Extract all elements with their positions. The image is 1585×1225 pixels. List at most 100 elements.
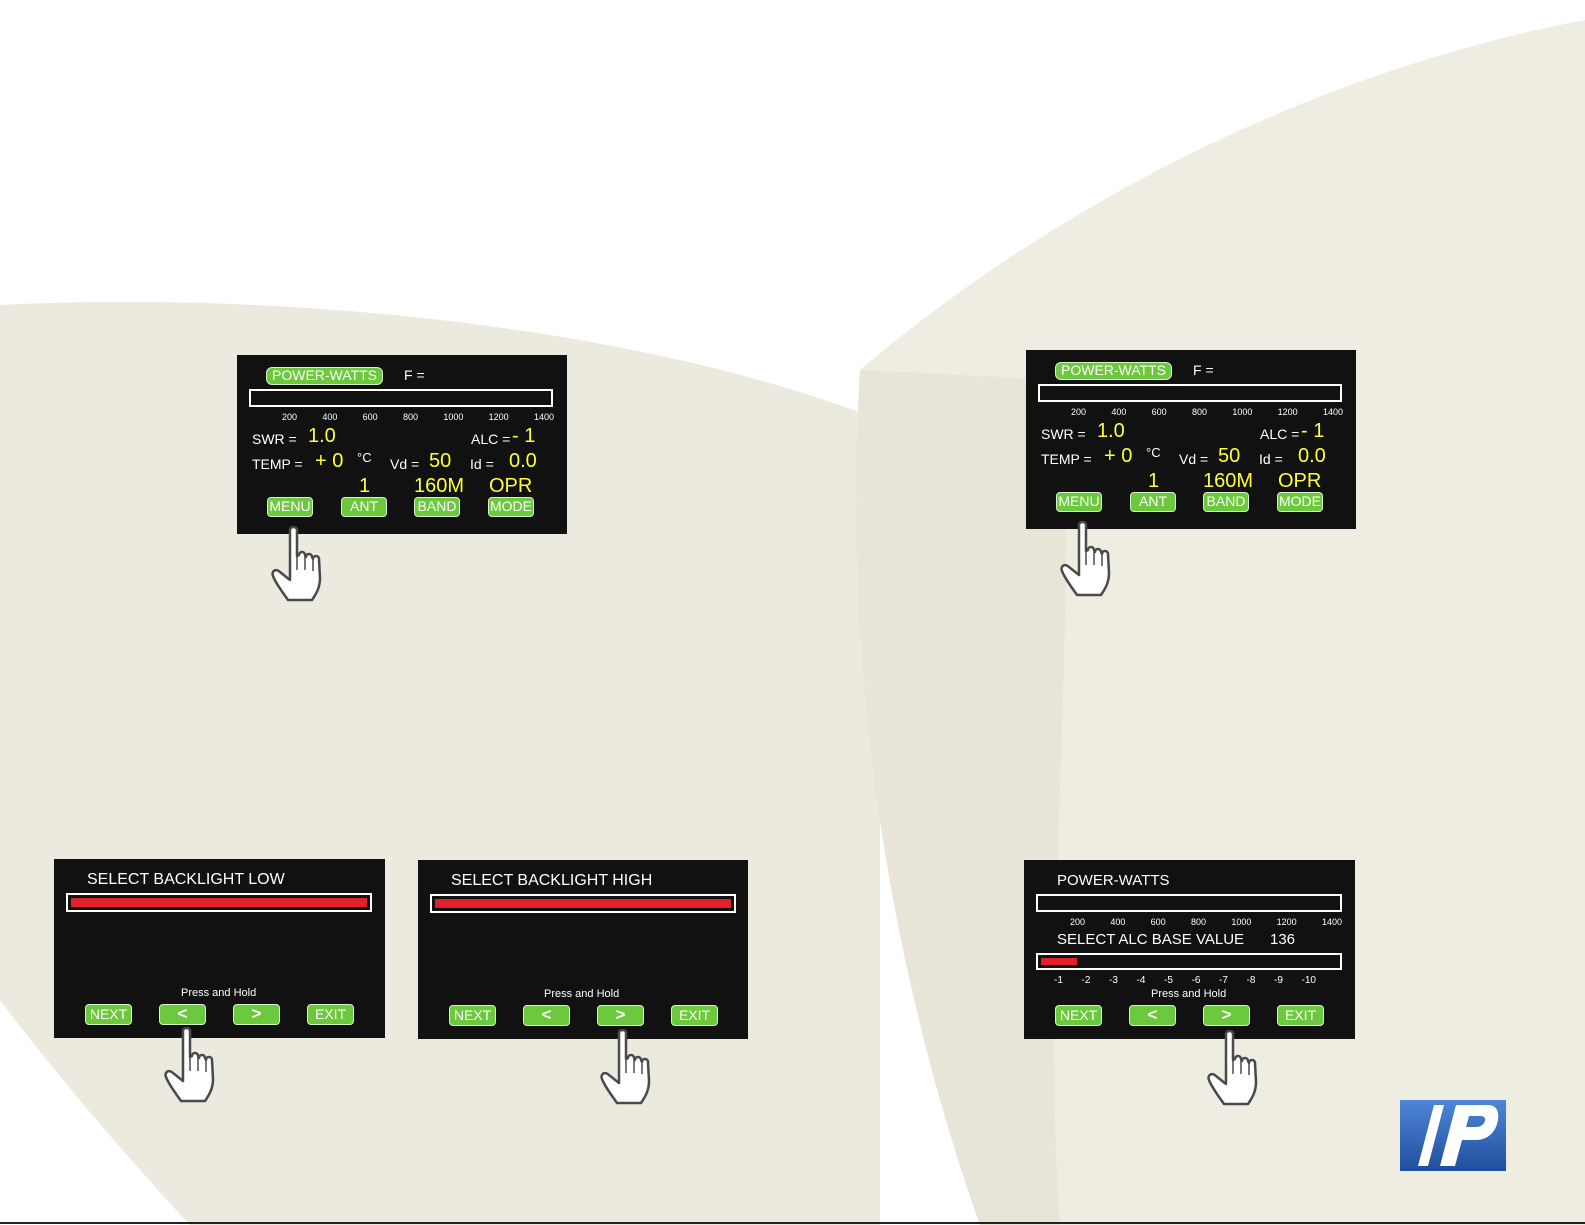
backlight-high-bar <box>430 894 736 913</box>
backlight-high-screen: SELECT BACKLIGHT HIGH Press and Hold NEX… <box>418 860 748 1039</box>
ant-button[interactable]: ANT <box>1130 492 1176 512</box>
menu-button[interactable]: MENU <box>1056 492 1102 512</box>
pointing-hand-icon <box>600 1029 651 1105</box>
alc-value: - 1 <box>512 425 536 447</box>
power-bar <box>1036 894 1342 912</box>
pointing-hand-icon <box>271 526 322 602</box>
vd-value: 50 <box>429 450 452 472</box>
previous-button[interactable]: < <box>1129 1005 1176 1026</box>
alc-bar <box>1036 953 1342 970</box>
next-arrow-button[interactable]: > <box>1203 1005 1250 1026</box>
scale-tick: 400 <box>1111 407 1127 417</box>
backlight-low-title: SELECT BACKLIGHT LOW <box>87 871 285 888</box>
power-watts-pill: POWER-WATTS <box>1055 362 1172 380</box>
main-screen-left: POWER-WATTS F = 200 400 600 800 1000 120… <box>237 355 567 534</box>
alc-value: - 1 <box>1301 420 1325 442</box>
pointing-hand-icon <box>164 1027 215 1103</box>
scale-tick: 1400 <box>1322 407 1343 417</box>
vd-label: Vd = <box>1179 451 1209 467</box>
menu-button[interactable]: MENU <box>267 497 313 517</box>
id-value: 0.0 <box>509 450 537 472</box>
power-bar <box>1038 384 1342 402</box>
alc-base-value: 136 <box>1270 931 1296 948</box>
next-button[interactable]: NEXT <box>85 1004 132 1025</box>
alc-fill <box>1041 958 1077 965</box>
scale-tick: 1200 <box>1277 407 1298 417</box>
id-value: 0.0 <box>1298 445 1326 467</box>
alc-tick: -6 <box>1191 975 1201 986</box>
swr-label: SWR = <box>252 431 297 447</box>
scale-tick: 800 <box>1190 917 1207 927</box>
alc-tick: -4 <box>1136 975 1146 986</box>
exit-button[interactable]: EXIT <box>307 1004 354 1025</box>
scale-tick: 1400 <box>1321 917 1342 927</box>
mode-button[interactable]: MODE <box>1277 492 1323 512</box>
backlight-high-title: SELECT BACKLIGHT HIGH <box>451 872 653 889</box>
alc-tick: -7 <box>1219 975 1228 986</box>
power-watts-pill: POWER-WATTS <box>266 367 383 385</box>
freq-label: F = <box>1193 362 1214 378</box>
alc-tick: -3 <box>1109 975 1118 986</box>
temp-label: TEMP = <box>252 456 303 472</box>
power-watts-header: POWER-WATTS <box>1057 872 1170 889</box>
alc-tick: -5 <box>1164 975 1173 986</box>
vd-label: Vd = <box>390 456 420 472</box>
alc-tick: -9 <box>1274 975 1283 986</box>
mode-button[interactable]: MODE <box>488 497 534 517</box>
next-arrow-button[interactable]: > <box>597 1005 644 1026</box>
alc-scale: -1 -2 -3 -4 -5 -6 -7 -8 -9 -10 <box>1054 975 1316 986</box>
scale-tick: 1200 <box>488 412 509 422</box>
swr-label: SWR = <box>1041 426 1086 442</box>
alc-base-screen: POWER-WATTS 200 400 600 800 1000 1200 14… <box>1024 860 1355 1039</box>
scale-tick: 200 <box>282 412 298 422</box>
main-screen-right: POWER-WATTS F = 200 400 600 800 1000 120… <box>1026 350 1356 529</box>
backlight-low-screen: SELECT BACKLIGHT LOW Press and Hold NEXT… <box>54 859 385 1038</box>
exit-button[interactable]: EXIT <box>1277 1005 1324 1026</box>
press-hold-hint: Press and Hold <box>1151 988 1227 1000</box>
mode-value: OPR <box>489 475 533 497</box>
scale-tick: 1400 <box>533 412 554 422</box>
temp-unit: °C <box>1146 445 1161 460</box>
scale-tick: 600 <box>1151 407 1167 417</box>
backlight-low-bar <box>66 893 372 912</box>
next-arrow-button[interactable]: > <box>233 1004 280 1025</box>
pointing-hand-icon <box>1207 1030 1258 1106</box>
brand-logo-icon <box>1400 1100 1506 1171</box>
backlight-low-fill <box>71 898 367 907</box>
alc-label: ALC = <box>471 431 511 447</box>
ant-button[interactable]: ANT <box>341 497 387 517</box>
alc-base-title: SELECT ALC BASE VALUE <box>1057 931 1245 948</box>
previous-button[interactable]: < <box>523 1005 570 1026</box>
freq-label: F = <box>404 367 425 383</box>
scale-tick: 1000 <box>1231 917 1252 927</box>
temp-value: + 0 <box>315 450 344 472</box>
temp-value: + 0 <box>1104 445 1133 467</box>
band-button[interactable]: BAND <box>1203 492 1249 512</box>
scale-tick: 400 <box>1110 917 1126 927</box>
previous-button[interactable]: < <box>159 1004 206 1025</box>
temp-unit: °C <box>357 450 372 465</box>
temp-label: TEMP = <box>1041 451 1092 467</box>
id-label: Id = <box>470 456 494 472</box>
scale-tick: 1000 <box>1232 407 1253 417</box>
power-scale: 200 400 600 800 1000 1200 1400 <box>1070 917 1342 927</box>
band-button[interactable]: BAND <box>414 497 460 517</box>
scale-tick: 200 <box>1070 917 1086 927</box>
alc-tick: -2 <box>1081 975 1091 986</box>
band-value: 160M <box>1203 470 1254 492</box>
exit-button[interactable]: EXIT <box>671 1005 718 1026</box>
vd-value: 50 <box>1218 445 1241 467</box>
scale-tick: 200 <box>1071 407 1087 417</box>
ant-value: 1 <box>359 475 371 497</box>
scale-tick: 1200 <box>1276 917 1297 927</box>
scale-tick: 600 <box>362 412 378 422</box>
next-button[interactable]: NEXT <box>449 1005 496 1026</box>
band-value: 160M <box>414 475 465 497</box>
scale-tick: 800 <box>402 412 419 422</box>
scale-tick: 1000 <box>443 412 464 422</box>
alc-label: ALC = <box>1260 426 1300 442</box>
ant-value: 1 <box>1148 470 1160 492</box>
next-button[interactable]: NEXT <box>1055 1005 1102 1026</box>
scale-tick: 600 <box>1150 917 1166 927</box>
backlight-high-fill <box>435 899 731 908</box>
